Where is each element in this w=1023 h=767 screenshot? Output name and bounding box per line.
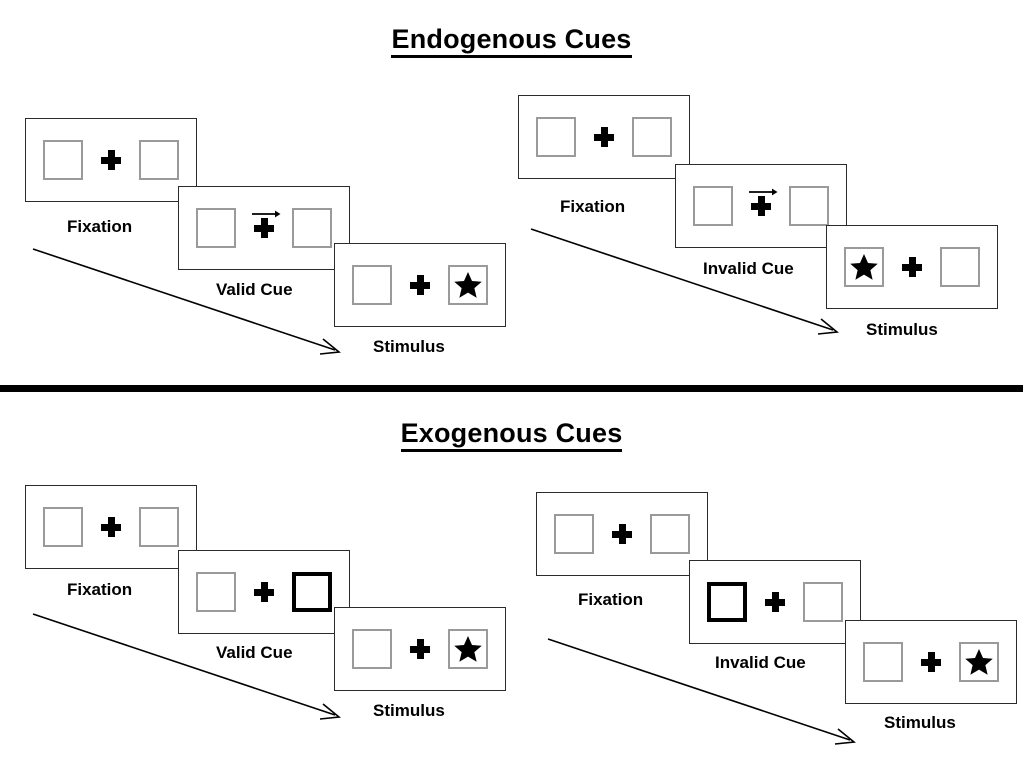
flow-arrow-endogenous-valid: [32, 248, 341, 355]
caption-exogenous-valid-stimulus: Stimulus: [373, 701, 445, 720]
fixation-cross-wrap: [749, 188, 778, 216]
box-right-cued: [292, 572, 332, 612]
fixation-cross-icon: [751, 196, 771, 216]
flow-arrow-exogenous-invalid: [547, 638, 856, 745]
box-left: [844, 247, 884, 287]
fixation-cross-icon: [101, 517, 121, 537]
box-right: [448, 265, 488, 305]
box-left: [352, 265, 392, 305]
box-right: [292, 208, 332, 248]
section-divider: [0, 385, 1023, 392]
box-left: [863, 642, 903, 682]
fixation-cross-wrap: [101, 517, 121, 537]
section-title-endogenous-text: Endogenous Cues: [391, 24, 632, 58]
fixation-cross-icon: [101, 150, 121, 170]
fixation-cross-wrap: [254, 582, 274, 602]
caption-exogenous-invalid-stimulus: Stimulus: [884, 713, 956, 732]
panel-endogenous-valid-cue: [178, 186, 350, 270]
section-title-endogenous: Endogenous Cues: [0, 24, 1023, 58]
box-right: [139, 507, 179, 547]
star-stimulus-icon: [965, 649, 993, 675]
box-right: [959, 642, 999, 682]
panel-endogenous-invalid-cue: [675, 164, 847, 248]
fixation-cross-wrap: [101, 150, 121, 170]
caption-endogenous-valid-cue: Valid Cue: [216, 280, 293, 299]
caption-endogenous-invalid-fixation: Fixation: [560, 197, 626, 216]
flow-arrow-endogenous-invalid: [530, 228, 839, 335]
caption-exogenous-invalid-fixation: Fixation: [578, 590, 644, 609]
box-right: [139, 140, 179, 180]
caption-exogenous-valid-fixation: Fixation: [67, 580, 133, 599]
panel-exogenous-invalid-stimulus: [845, 620, 1017, 704]
box-left: [693, 186, 733, 226]
fixation-cross-icon: [594, 127, 614, 147]
box-right: [650, 514, 690, 554]
flow-arrow-exogenous-valid: [32, 613, 341, 720]
star-stimulus-icon: [454, 636, 482, 662]
panel-exogenous-valid-cue: [178, 550, 350, 634]
box-left: [43, 507, 83, 547]
fixation-cross-wrap: [410, 639, 430, 659]
box-right: [789, 186, 829, 226]
box-right: [803, 582, 843, 622]
fixation-cross-icon: [902, 257, 922, 277]
panel-exogenous-valid-fixation: [25, 485, 197, 569]
panel-endogenous-valid-stimulus: [334, 243, 506, 327]
panel-endogenous-invalid-stimulus: [826, 225, 998, 309]
panel-exogenous-invalid-cue: [689, 560, 861, 644]
section-title-exogenous-text: Exogenous Cues: [400, 418, 623, 452]
star-stimulus-icon: [850, 254, 878, 280]
box-right: [448, 629, 488, 669]
fixation-cross-icon: [765, 592, 785, 612]
caption-endogenous-valid-fixation: Fixation: [67, 217, 133, 236]
caption-endogenous-invalid-stimulus: Stimulus: [866, 320, 938, 339]
box-left: [43, 140, 83, 180]
fixation-cross-wrap: [252, 210, 281, 238]
fixation-cross-icon: [921, 652, 941, 672]
fixation-cross-wrap: [902, 257, 922, 277]
box-right: [632, 117, 672, 157]
fixation-cross-icon: [254, 218, 274, 238]
box-left: [554, 514, 594, 554]
fixation-cross-wrap: [410, 275, 430, 295]
panel-exogenous-valid-stimulus: [334, 607, 506, 691]
fixation-cross-icon: [254, 582, 274, 602]
box-left: [196, 208, 236, 248]
cue-arrow-right-icon: [749, 188, 778, 196]
box-right: [940, 247, 980, 287]
panel-endogenous-invalid-fixation: [518, 95, 690, 179]
star-stimulus-icon: [454, 272, 482, 298]
caption-endogenous-invalid-cue: Invalid Cue: [703, 259, 794, 278]
cue-arrow-right-icon: [252, 210, 281, 218]
box-left-cued: [707, 582, 747, 622]
fixation-cross-icon: [410, 639, 430, 659]
panel-exogenous-invalid-fixation: [536, 492, 708, 576]
fixation-cross-wrap: [612, 524, 632, 544]
caption-endogenous-valid-stimulus: Stimulus: [373, 337, 445, 356]
panel-endogenous-valid-fixation: [25, 118, 197, 202]
fixation-cross-wrap: [921, 652, 941, 672]
fixation-cross-icon: [612, 524, 632, 544]
section-title-exogenous: Exogenous Cues: [0, 418, 1023, 452]
box-left: [536, 117, 576, 157]
fixation-cross-wrap: [594, 127, 614, 147]
fixation-cross-wrap: [765, 592, 785, 612]
caption-exogenous-invalid-cue: Invalid Cue: [715, 653, 806, 672]
fixation-cross-icon: [410, 275, 430, 295]
caption-exogenous-valid-cue: Valid Cue: [216, 643, 293, 662]
box-left: [196, 572, 236, 612]
box-left: [352, 629, 392, 669]
